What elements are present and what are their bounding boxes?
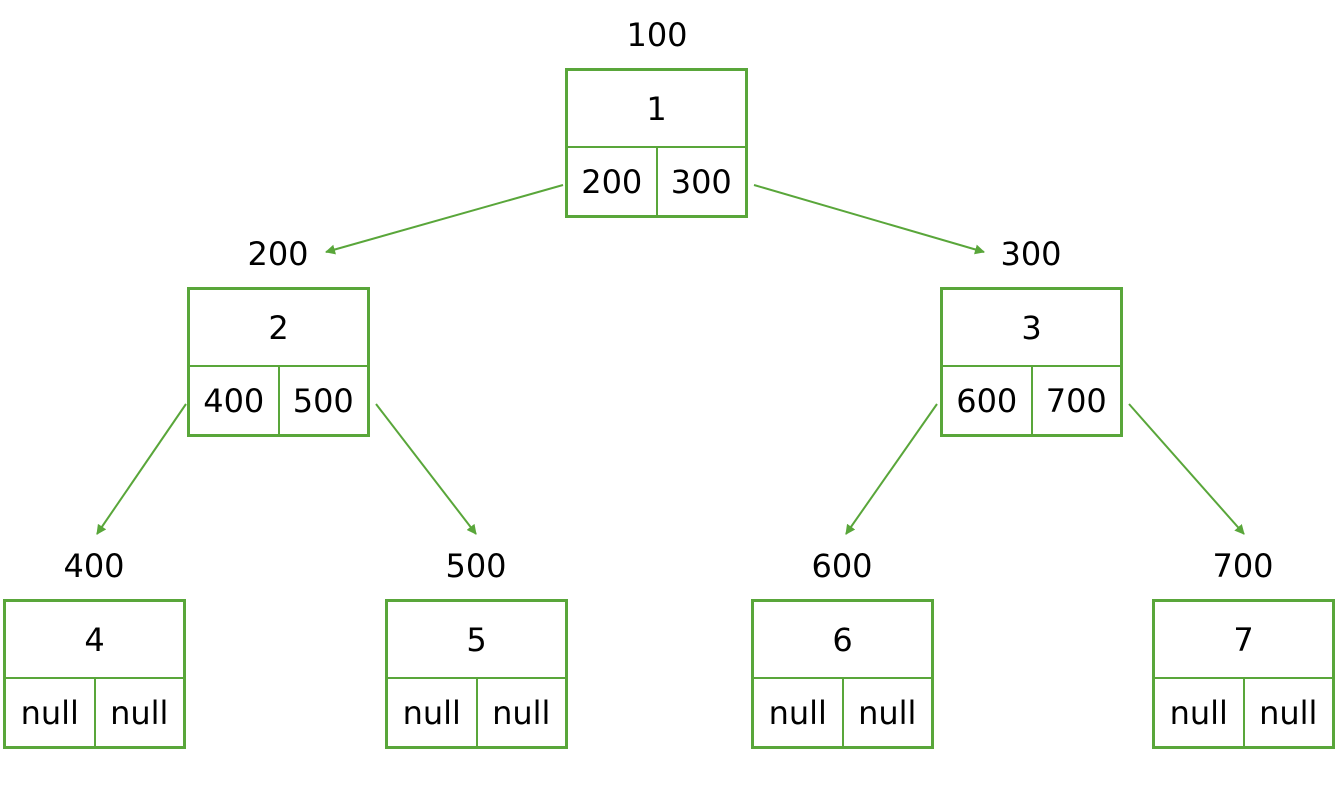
tree-node-1: 1 200 300	[565, 68, 748, 218]
tree-node-6: 6 null null	[751, 599, 934, 749]
node-value: 4	[6, 602, 183, 679]
tree-node-5: 5 null null	[385, 599, 568, 749]
left-pointer: 600	[956, 381, 1018, 420]
node-value: 3	[943, 290, 1120, 367]
node-value: 2	[190, 290, 367, 367]
node-value: 6	[754, 602, 931, 679]
arrow-n2-to-n4	[96, 403, 187, 535]
right-pointer: null	[475, 679, 566, 746]
left-pointer: 400	[203, 381, 265, 420]
node-1-address: 100	[626, 16, 688, 54]
left-pointer: 200	[581, 162, 643, 201]
right-pointer: null	[841, 679, 932, 746]
left-pointer: null	[20, 693, 79, 732]
arrow-n1-to-n2	[325, 184, 564, 255]
tree-node-2: 2 400 500	[187, 287, 370, 437]
node-3-address: 300	[1000, 235, 1062, 273]
right-pointer: null	[93, 679, 184, 746]
right-pointer: 500	[277, 367, 368, 434]
left-pointer: null	[402, 693, 461, 732]
arrow-n2-to-n5	[375, 403, 477, 535]
node-2-address: 200	[247, 235, 309, 273]
right-pointer: null	[1242, 679, 1333, 746]
arrow-n3-to-n7	[1128, 403, 1245, 535]
node-5-address: 500	[445, 547, 507, 585]
node-4-address: 400	[63, 547, 125, 585]
arrow-n1-to-n3	[753, 184, 985, 255]
left-pointer: null	[768, 693, 827, 732]
node-value: 1	[568, 71, 745, 148]
node-value: 5	[388, 602, 565, 679]
node-value: 7	[1155, 602, 1332, 679]
right-pointer: 700	[1030, 367, 1121, 434]
node-6-address: 600	[811, 547, 873, 585]
tree-node-4: 4 null null	[3, 599, 186, 749]
arrow-n3-to-n6	[845, 403, 938, 535]
left-pointer: null	[1169, 693, 1228, 732]
right-pointer: 300	[655, 148, 746, 215]
tree-node-3: 3 600 700	[940, 287, 1123, 437]
node-7-address: 700	[1212, 547, 1274, 585]
tree-node-7: 7 null null	[1152, 599, 1335, 749]
